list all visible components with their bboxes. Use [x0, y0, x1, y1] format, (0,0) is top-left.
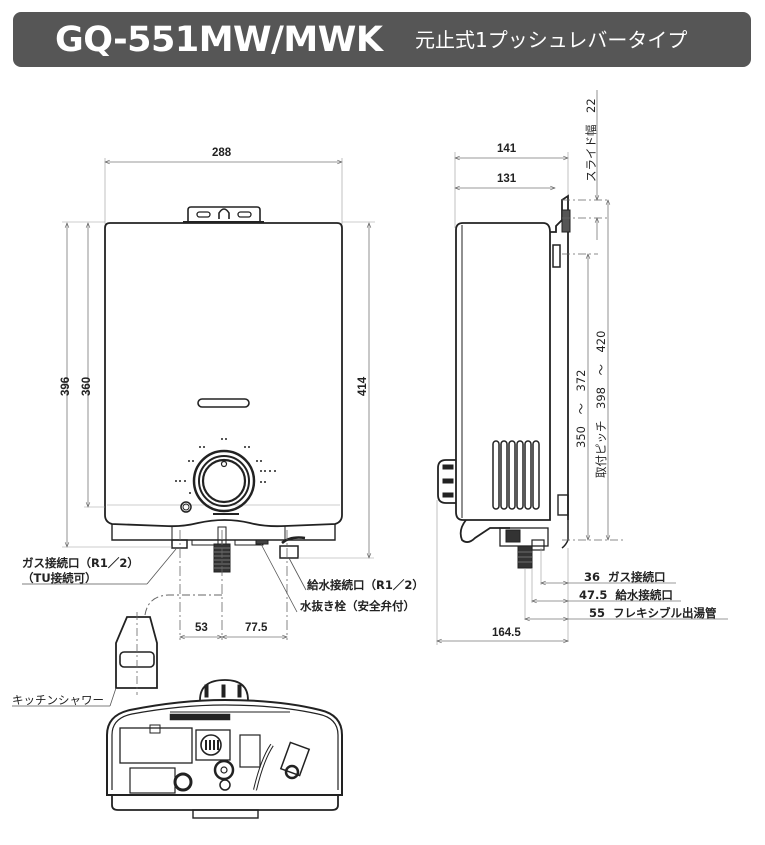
model-name: GQ-551MW/MWK [55, 20, 383, 60]
label-pitch-outer: 取付ピッチ 398 ～ 420 [594, 330, 608, 478]
label-pitch-inner: 350 ～ 372 [574, 369, 588, 448]
offset-gas-value: 36 [584, 570, 601, 584]
label-drain-plug: 水抜き栓（安全弁付） [300, 599, 415, 613]
offset-gas-label: ガス接続口 [608, 570, 666, 584]
dim-53: 53 [195, 622, 208, 634]
product-type: 元止式1プッシュレバータイプ [415, 28, 688, 52]
label-slide-width: スライド幅 22 [584, 98, 598, 182]
label-water-inlet: 給水接続口（R1／2） [307, 578, 424, 592]
dial-tick-marks [175, 438, 276, 515]
label-gas-inlet-note: （TU接続可） [22, 571, 97, 585]
offset-gas: 36 ガス接続口 [584, 570, 666, 584]
dim-77-5: 77.5 [245, 622, 268, 634]
offset-flexible-value: 55 [589, 606, 606, 620]
label-gas-inlet: ガス接続口（R1／2） [22, 556, 139, 570]
offset-flexible-label: フレキシブル出湯管 [613, 606, 717, 620]
kitchen-shower-drawing [12, 612, 158, 707]
dim-height-414: 414 [357, 376, 369, 396]
bottom-view [106, 679, 343, 819]
offset-water-label: 給水接続口 [615, 588, 673, 602]
offset-flexible-pipe: 55 フレキシブル出湯管 [589, 606, 717, 620]
dim-height-396: 396 [60, 376, 72, 396]
side-view [436, 90, 728, 645]
title-bar: GQ-551MW/MWK 元止式1プッシュレバータイプ [13, 12, 751, 67]
dim-width-288: 288 [212, 147, 232, 159]
offset-water: 47.5 給水接続口 [579, 588, 673, 602]
dim-depth-131: 131 [497, 173, 517, 185]
dim-depth-164-5: 164.5 [492, 627, 521, 639]
label-kitchen-shower: キッチンシャワー [12, 693, 104, 707]
front-view [22, 158, 375, 640]
offset-water-value: 47.5 [579, 588, 608, 602]
dim-height-360: 360 [81, 376, 93, 396]
dim-depth-141: 141 [497, 143, 517, 155]
